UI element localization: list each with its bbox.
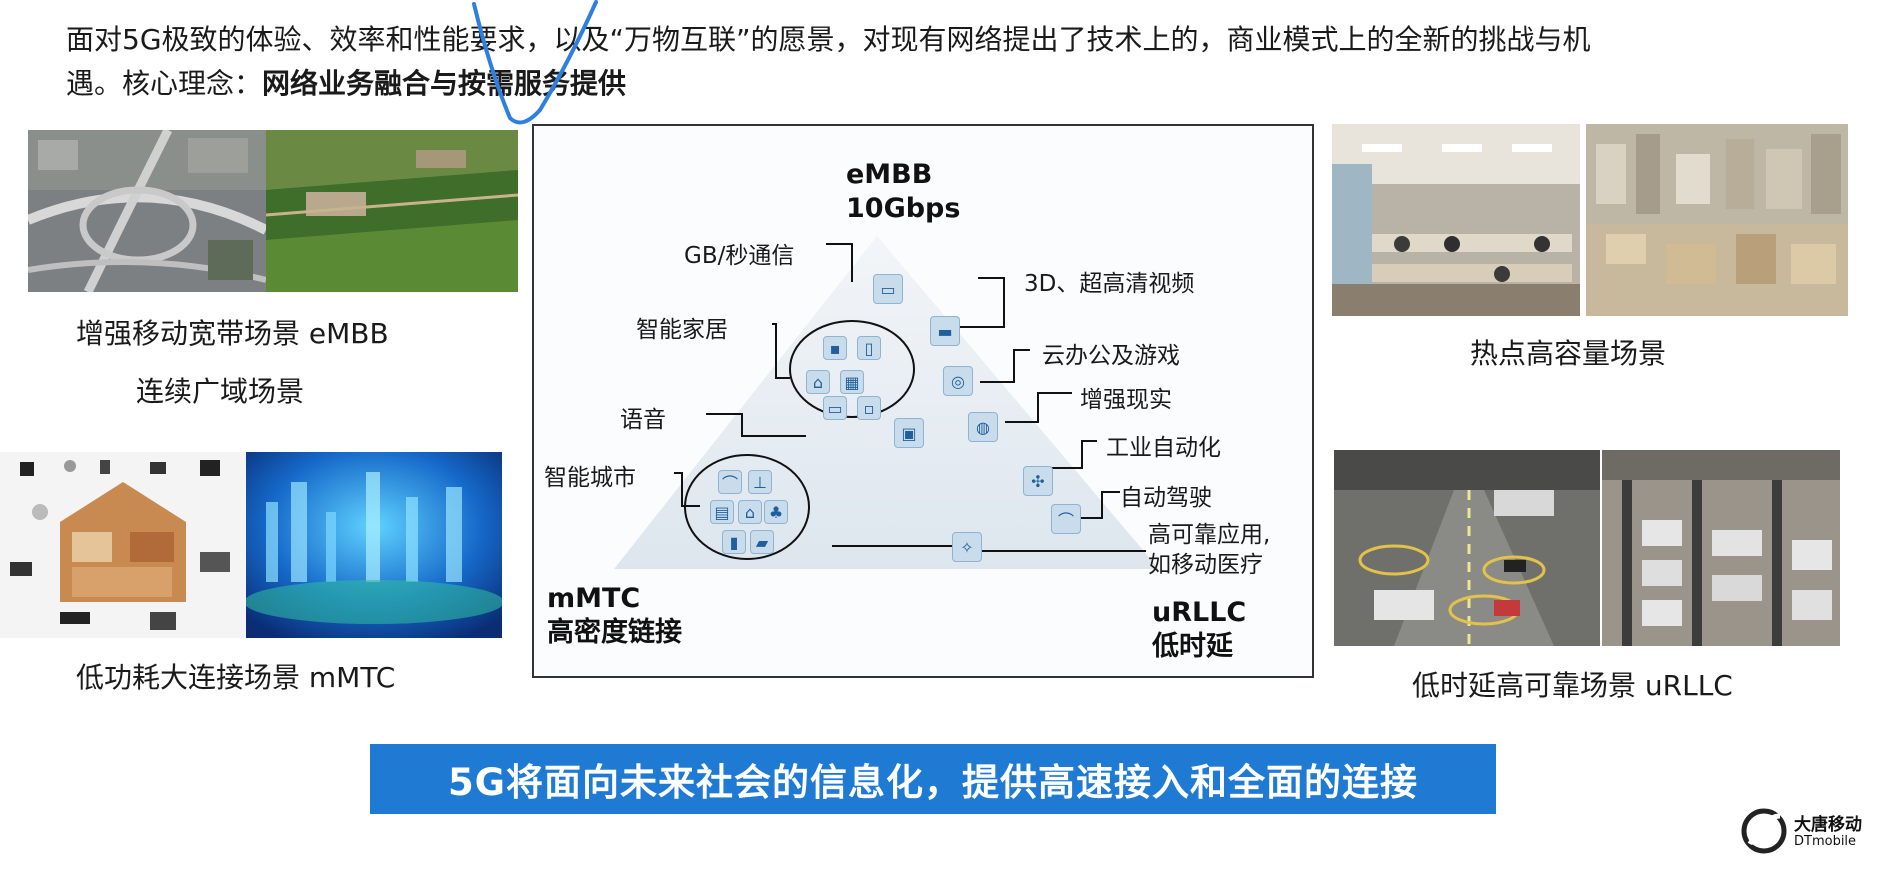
label-gb-communication: GB/秒通信 <box>684 243 795 269</box>
autonomous-road-photo <box>1334 450 1600 646</box>
robot-arm-icon: ✣ <box>1023 466 1053 496</box>
embb-title: eMBB 10Gbps <box>846 158 960 226</box>
bridge-icon: ⌒ <box>718 470 742 494</box>
cylinder-icon: ▭ <box>873 274 903 304</box>
urllc-sub: 低时延 <box>1152 631 1233 662</box>
laptop-icon: ▭ <box>823 396 847 420</box>
house-icon: ⌂ <box>806 370 830 394</box>
label-ar: 增强现实 <box>1080 387 1172 413</box>
embb-label: eMBB <box>846 159 933 190</box>
intro-text: 面对5G极致的体验、效率和性能要求，以及“万物互联”的愿景，对现有网络提出了技术… <box>66 18 1856 106</box>
logo-cn: 大唐移动 <box>1794 815 1862 835</box>
urllc-scene-caption: 低时延高可靠场景 uRLLC <box>1412 669 1733 702</box>
summary-banner: 5G将面向未来社会的信息化，提供高速接入和全面的连接 <box>370 744 1496 814</box>
hotspot-scene-caption: 热点高容量场景 <box>1470 337 1667 370</box>
wide-area-caption: 连续广域场景 <box>136 375 305 408</box>
core-concept: 网络业务融合与按需服务提供 <box>262 67 627 100</box>
tower-icon: ⊥ <box>748 470 772 494</box>
grid-icon: ▦ <box>840 370 864 394</box>
intro-prefix: 遇。核心理念： <box>66 67 263 100</box>
highway-photo <box>28 130 266 292</box>
dense-city-photo <box>1586 124 1848 316</box>
label-3d-video: 3D、超高清视频 <box>1024 271 1195 297</box>
road-icon: ⌒ <box>1051 504 1081 534</box>
label-autonomous-driving: 自动驾驶 <box>1120 485 1212 511</box>
mmtc-scene-caption: 低功耗大连接场景 mMTC <box>76 661 396 694</box>
label-industry-automation: 工业自动化 <box>1106 435 1221 461</box>
medical-cross-icon: ✧ <box>952 532 982 562</box>
farmland-photo <box>266 130 518 292</box>
gamepad-icon: ◎ <box>943 366 973 396</box>
logo-en: DTmobile <box>1794 834 1857 849</box>
label-smart-home: 智能家居 <box>636 317 728 343</box>
label-voice: 语音 <box>620 407 666 433</box>
embb-scene-caption: 增强移动宽带场景 eMBB <box>76 317 389 350</box>
tv-icon: ▪ <box>823 336 847 360</box>
building-icon: ▤ <box>710 500 734 524</box>
triangle-diagram-frame: ▭ ▬ ◎ ◍ ▣ ▪ ▯ ⌂ ▦ ▭ ▫ ⌒ ⊥ ▤ ⌂ ♣ ▮ ▰ ✣ ⌒ … <box>532 124 1314 678</box>
label-smart-city: 智能城市 <box>544 465 636 491</box>
label-cloud-gaming: 云办公及游戏 <box>1042 343 1180 369</box>
fridge-icon: ▯ <box>857 336 881 360</box>
dtmobile-logo: 大唐移动 DTmobile <box>1740 806 1880 856</box>
label-reliable-apps: 高可靠应用, 如移动医疗 <box>1148 520 1270 580</box>
office-photo <box>1332 124 1580 316</box>
globe-icon: ◍ <box>968 412 998 442</box>
door-icon: ▮ <box>722 530 746 554</box>
embb-rate: 10Gbps <box>846 193 961 224</box>
phone-icon: ▣ <box>894 418 924 448</box>
intro-line-1: 面对5G极致的体验、效率和性能要求，以及“万物互联”的愿景，对现有网络提出了技术… <box>66 23 1591 56</box>
smart-home-photo <box>0 452 246 638</box>
digital-city-photo <box>246 452 502 638</box>
logo-mark-icon <box>1741 808 1787 854</box>
urllc-label: uRLLC <box>1152 597 1247 628</box>
mmtc-corner: mMTC 高密度链接 <box>547 582 682 650</box>
factory-photo <box>1602 450 1840 646</box>
device-icon: ▫ <box>857 396 881 420</box>
tree-icon: ♣ <box>764 500 788 524</box>
pen-annotation-stroke <box>472 0 598 125</box>
home-city-icon: ⌂ <box>738 500 762 524</box>
car-icon: ▰ <box>750 530 774 554</box>
monitor-icon: ▬ <box>930 316 960 346</box>
intro-line-2: 遇。核心理念：网络业务融合与按需服务提供 <box>66 62 1856 106</box>
mmtc-label: mMTC <box>547 583 641 614</box>
urllc-corner: uRLLC 低时延 <box>1152 596 1246 664</box>
mmtc-sub: 高密度链接 <box>547 617 682 648</box>
label-reliable-line1: 高可靠应用, <box>1148 522 1271 548</box>
label-reliable-line2: 如移动医疗 <box>1148 552 1263 578</box>
